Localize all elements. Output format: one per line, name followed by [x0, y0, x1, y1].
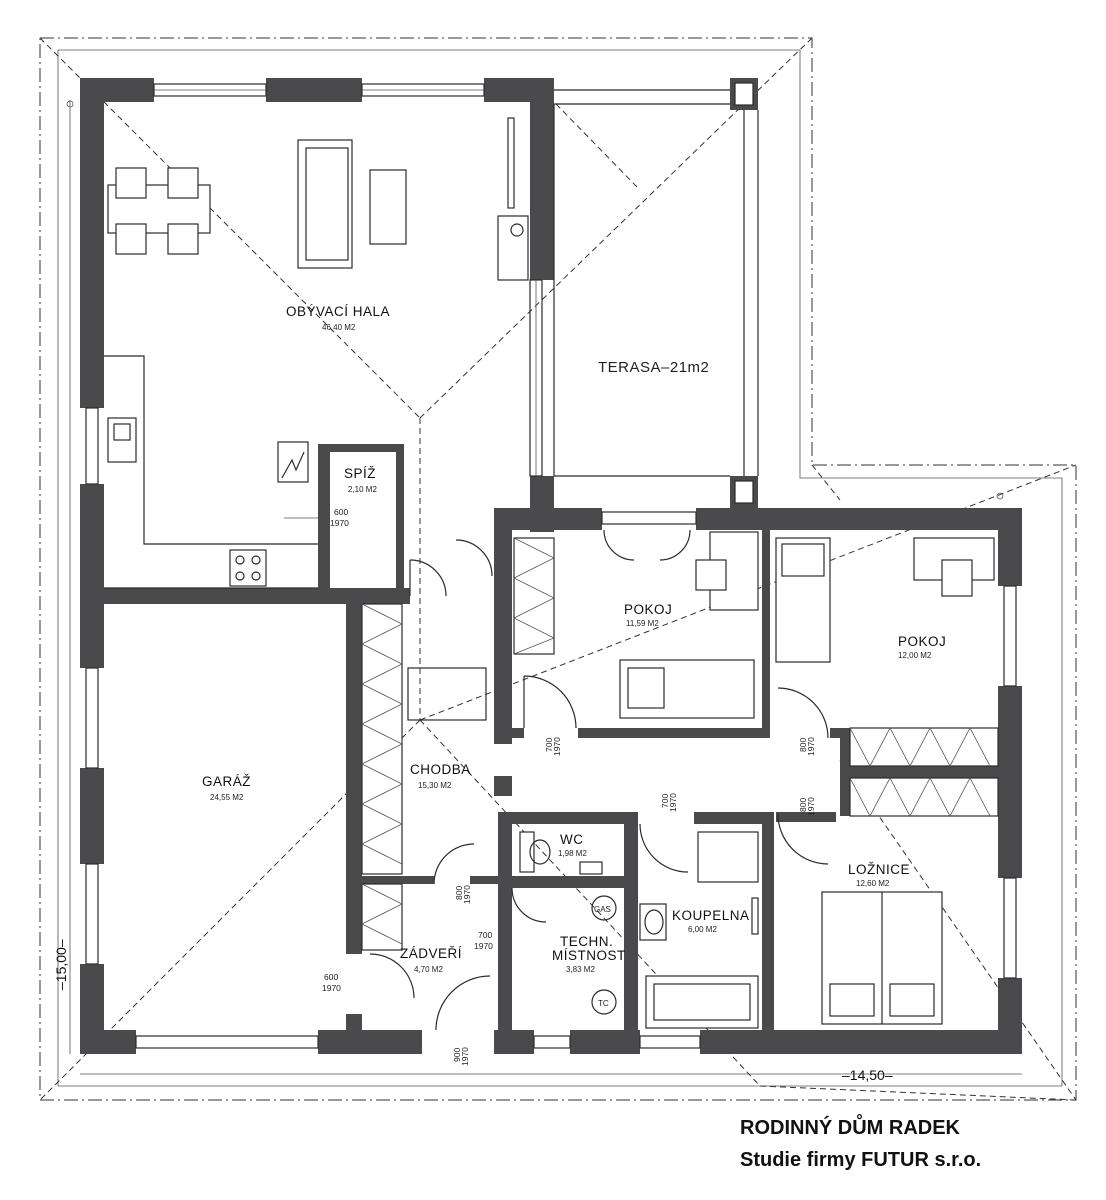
- door-pokoj2-h: 1970: [806, 737, 816, 756]
- door-chodba-h: 1970: [462, 885, 472, 904]
- drawing-subtitle: Studie firmy FUTUR s.r.o.: [740, 1149, 982, 1171]
- room-area-zadveri: 4,70 M2: [414, 965, 443, 974]
- room-area-spiz: 2,10 M2: [348, 485, 377, 494]
- walls: [80, 78, 1022, 1054]
- room-name-hala: OBÝVACÍ HALA: [286, 304, 390, 319]
- door-tech-h: 1970: [474, 941, 493, 951]
- drawing-title: RODINNÝ DŮM RADEK: [740, 1117, 960, 1139]
- door-pokoj1-w: 700: [544, 738, 554, 752]
- overall-dimensions: –15,00– –14,50–: [53, 100, 1022, 1083]
- room-area-pokoj2: 12,00 M2: [898, 651, 932, 660]
- door-garaz-w: 600: [324, 972, 338, 982]
- door-loznice-w: 800: [798, 798, 808, 812]
- room-name-garaz: GARÁŽ: [202, 774, 251, 789]
- door-loznice-h: 1970: [806, 797, 816, 816]
- room-area-chodba: 15,30 M2: [418, 781, 452, 790]
- room-name-terasa: TERASA–21m2: [598, 359, 709, 376]
- room-area-pokoj1: 11,59 M2: [626, 619, 659, 628]
- room-name-tech-1: TECHN.: [560, 934, 613, 949]
- room-name-spiz: SPÍŽ: [344, 466, 376, 481]
- dimension-height: –15,00–: [53, 939, 69, 990]
- door-pokoj2-w: 800: [798, 738, 808, 752]
- room-name-koupelna: KOUPELNA: [672, 908, 750, 923]
- fixture-labels: GAS TC: [594, 905, 611, 1008]
- door-spiz-h: 1970: [330, 518, 349, 528]
- room-name-tech-2: MÍSTNOST: [552, 948, 626, 963]
- room-name-loznice: LOŽNICE: [848, 862, 910, 877]
- room-area-koupelna: 6,00 M2: [688, 925, 717, 934]
- door-chodba-w: 800: [454, 886, 464, 900]
- door-dimension-labels: 600 1970 700 1970 800 1970 800 1970 700 …: [284, 507, 816, 1066]
- room-name-pokoj1: POKOJ: [624, 602, 672, 617]
- gas-label: GAS: [594, 905, 611, 914]
- furniture: [104, 117, 999, 1029]
- door-koupelna-h: 1970: [668, 793, 678, 812]
- door-koupelna-w: 700: [660, 794, 670, 808]
- room-labels: OBÝVACÍ HALA 46,40 M2 SPÍŽ 2,10 M2 TERAS…: [202, 304, 946, 974]
- door-vstup-h: 1970: [460, 1047, 470, 1066]
- door-vstup-w: 900: [452, 1048, 462, 1062]
- door-spiz-w: 600: [334, 507, 348, 517]
- dimension-width: –14,50–: [842, 1067, 893, 1083]
- door-tech-w: 700: [478, 930, 492, 940]
- room-area-garaz: 24,55 M2: [210, 793, 244, 802]
- room-area-hala: 46,40 M2: [322, 323, 356, 332]
- room-area-loznice: 12,60 M2: [856, 879, 890, 888]
- tc-label: TC: [598, 999, 609, 1008]
- door-pokoj1-h: 1970: [552, 737, 562, 756]
- terrace-hips: [555, 103, 641, 191]
- room-area-wc: 1,98 M2: [558, 849, 587, 858]
- door-garaz-h: 1970: [322, 983, 341, 993]
- room-name-zadveri: ZÁDVEŘÍ: [400, 946, 462, 961]
- room-area-tech: 3,83 M2: [566, 965, 595, 974]
- room-name-wc: WC: [560, 832, 584, 847]
- room-name-chodba: CHODBA: [410, 762, 471, 777]
- windows: [85, 83, 1017, 1049]
- doors: [369, 529, 829, 1031]
- room-name-pokoj2: POKOJ: [898, 634, 946, 649]
